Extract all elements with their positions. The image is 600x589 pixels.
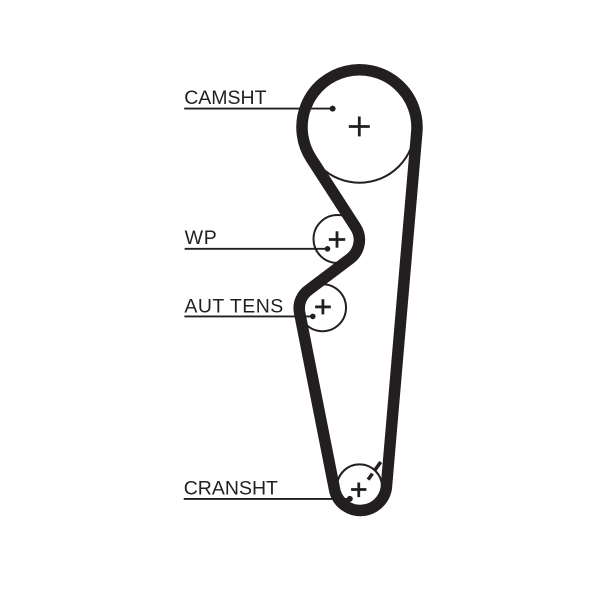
svg-text:WP: WP [185, 227, 218, 249]
svg-text:CRANSHT: CRANSHT [184, 477, 278, 499]
svg-text:AUT TENS: AUT TENS [184, 296, 283, 318]
svg-text:CAMSHT: CAMSHT [184, 87, 266, 109]
